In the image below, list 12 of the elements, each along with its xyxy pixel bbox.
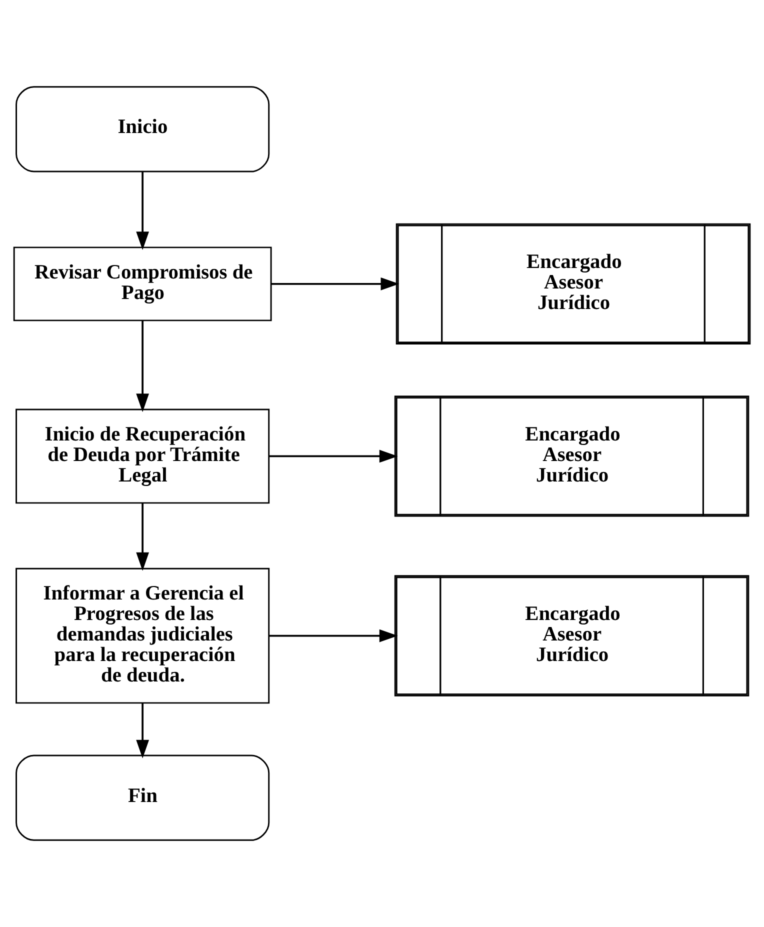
arrow [269,450,398,463]
arrow [136,172,150,250]
node-box: Revisar Compromisos de Pago [13,246,272,322]
node-box: Informar a Gerencia el Progresos de las demandas judiciales para la recuperación de deuda. [16,568,270,704]
arrow [136,320,150,412]
arrow [269,629,398,642]
arrow [136,703,150,758]
node-box: Inicio [16,86,270,172]
node-box: Fin [16,754,270,841]
node-box: Inicio de Recuperación de Deuda por Trámite Legal [16,408,270,504]
arrow [136,503,150,571]
arrow [271,277,400,290]
